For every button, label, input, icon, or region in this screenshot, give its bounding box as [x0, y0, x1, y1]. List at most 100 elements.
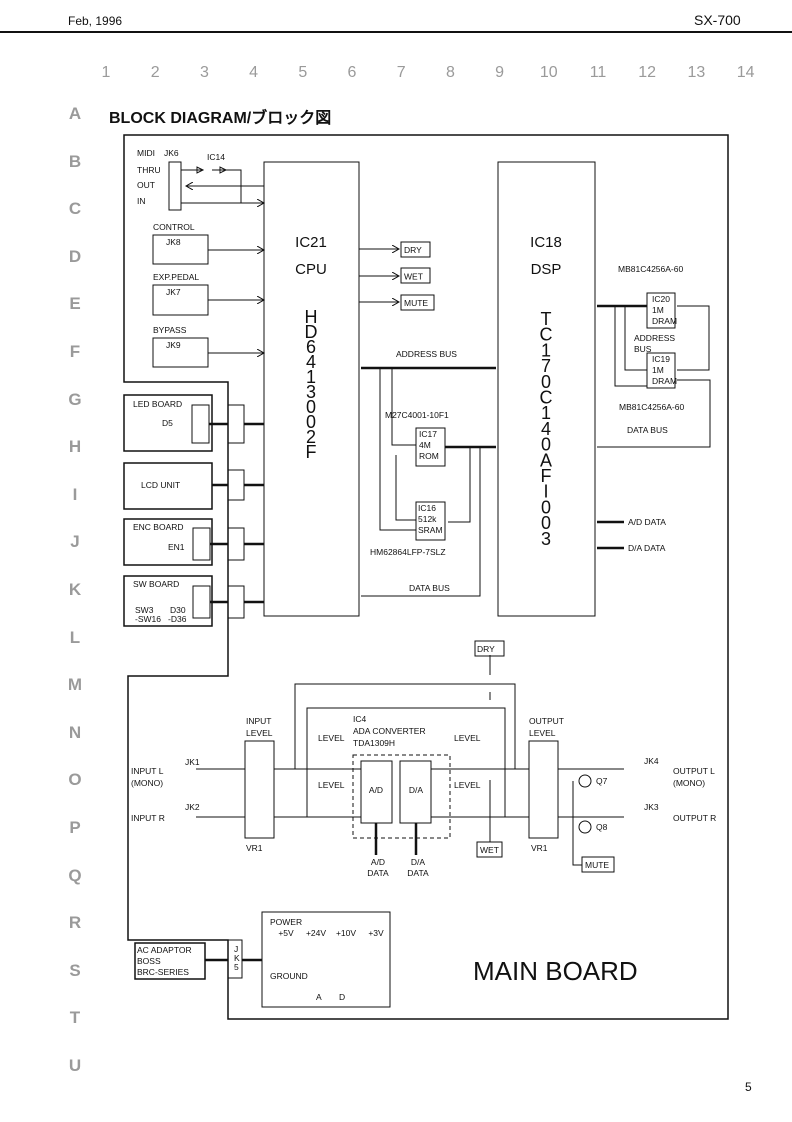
- header-rule: [0, 31, 792, 33]
- column-number: 7: [396, 64, 406, 81]
- level-label: LEVEL: [318, 780, 345, 790]
- row-letter: M: [67, 675, 83, 695]
- jk2-label: JK2: [185, 802, 200, 812]
- vr1-in-label: VR1: [246, 843, 263, 853]
- dsp-part-char: C: [540, 325, 553, 345]
- enc-part-label: EN1: [168, 542, 185, 552]
- converter-ic-label: IC4: [353, 714, 367, 724]
- vr1-out-label: VR1: [531, 843, 548, 853]
- dram-line: DRAM: [652, 376, 677, 386]
- main-board-label: MAIN BOARD: [473, 956, 638, 986]
- lcd-unit-label: LCD UNIT: [141, 480, 180, 490]
- diode-part-label: -D36: [168, 614, 187, 624]
- input-jack-label: JK9: [166, 340, 181, 350]
- cpu-part-char: 4: [306, 352, 316, 372]
- cn9-box: [227, 585, 245, 619]
- row-letter: A: [68, 104, 82, 123]
- input-level-label: INPUT: [246, 716, 272, 726]
- dsp-part-char: 3: [541, 529, 551, 549]
- input-level-label: LEVEL: [246, 728, 273, 738]
- sram-line: IC16: [418, 503, 436, 513]
- dsp-part-char: T: [541, 309, 552, 329]
- cpu-output-label: MUTE: [404, 298, 428, 308]
- level-label: LEVEL: [454, 733, 481, 743]
- sw-part-label: -SW16: [135, 614, 161, 624]
- ad-data-label: A/D: [371, 857, 385, 867]
- converter-dashed: [352, 754, 451, 839]
- row-letter: O: [68, 770, 82, 790]
- jk4-label: JK4: [644, 756, 659, 766]
- row-letter: U: [68, 1056, 82, 1075]
- cn8-box: [192, 585, 211, 619]
- input-title: EXP.PEDAL: [153, 272, 199, 282]
- column-number: 3: [199, 64, 209, 81]
- dsp-part-char: 0: [541, 435, 551, 455]
- cpu-ic-label: IC21: [295, 234, 327, 251]
- dsp-ic-label: IC18: [530, 234, 562, 251]
- dram-line: 1M: [652, 365, 664, 375]
- midi-thru-label: THRU: [137, 165, 161, 175]
- rom-part-label: M27C4001-10F1: [385, 410, 449, 420]
- rom-line: IC17: [419, 429, 437, 439]
- cpu-part-char: 2: [306, 427, 316, 447]
- output-r-label: OUTPUT R: [673, 813, 716, 823]
- input-l-mono-label: (MONO): [131, 778, 163, 788]
- wet-switch-label: WET: [480, 845, 499, 855]
- midi-in-label: IN: [137, 196, 146, 206]
- row-letter: J: [70, 532, 80, 552]
- dsp-part-char: 1: [541, 340, 551, 360]
- enc-board-box: [123, 518, 213, 566]
- midi-label: MIDI: [137, 148, 155, 158]
- dsp-part-char: 0: [541, 513, 551, 533]
- column-number: 9: [495, 64, 505, 81]
- dram-line: IC19: [652, 354, 670, 364]
- input-jack-label: JK8: [166, 237, 181, 247]
- sw-part-label: SW3: [135, 605, 154, 615]
- power-rail-label: +3V: [368, 928, 384, 938]
- input-title: CONTROL: [153, 222, 195, 232]
- address-bus-label: ADDRESS BUS: [396, 349, 457, 359]
- dsp-box: [497, 161, 596, 617]
- dram-line: IC20: [652, 294, 670, 304]
- jk5-label: K: [234, 953, 240, 963]
- enc-board-label: ENC BOARD: [133, 522, 184, 532]
- column-number: 4: [249, 64, 259, 81]
- jk3-label: JK3: [644, 802, 659, 812]
- header-model: SX-700: [694, 12, 741, 28]
- row-letter: B: [68, 151, 82, 171]
- dsp-ad-data-label: A/D DATA: [628, 517, 666, 527]
- column-number: 10: [539, 64, 558, 81]
- q7-label: Q7: [596, 776, 608, 786]
- column-number: 6: [347, 64, 357, 81]
- cpu-part-char: 6: [306, 337, 316, 357]
- converter-part-label: TDA1309H: [353, 738, 395, 748]
- cpu-role-label: CPU: [295, 261, 327, 278]
- row-letter: L: [69, 627, 81, 647]
- power-title: POWER: [270, 917, 302, 927]
- cpu-part-char: H: [305, 307, 318, 327]
- da-label: D/A: [409, 785, 424, 795]
- cpu-box: [263, 161, 360, 617]
- data-bus-label: DATA BUS: [409, 583, 450, 593]
- column-number: 2: [150, 64, 160, 81]
- cn5-box: [227, 527, 245, 561]
- main-board-outline: [123, 134, 729, 1020]
- dsp-part-char: 4: [541, 419, 551, 439]
- cpu-output-label: WET: [404, 272, 423, 282]
- dsp-da-data-label: D/A DATA: [628, 543, 666, 553]
- dsp-part-char: 0: [541, 372, 551, 392]
- midi-out-label: OUT: [137, 180, 155, 190]
- row-letter: R: [68, 913, 82, 933]
- level-label: LEVEL: [454, 780, 481, 790]
- page-title: BLOCK DIAGRAM/ブロック図: [109, 110, 332, 127]
- sram-line: SRAM: [418, 525, 443, 535]
- led-part-label: D5: [162, 418, 173, 428]
- dry-switch-box: [474, 640, 505, 657]
- dram-address-bus-label: ADDRESS: [634, 333, 675, 343]
- jk5-label: J: [234, 944, 238, 954]
- cpu-output-label: DRY: [404, 245, 422, 255]
- dram-part-label: MB81C4256A-60: [619, 402, 684, 412]
- row-letter: F: [69, 342, 81, 361]
- dsp-part-char: I: [543, 482, 548, 502]
- header-date: Feb, 1996: [68, 14, 123, 28]
